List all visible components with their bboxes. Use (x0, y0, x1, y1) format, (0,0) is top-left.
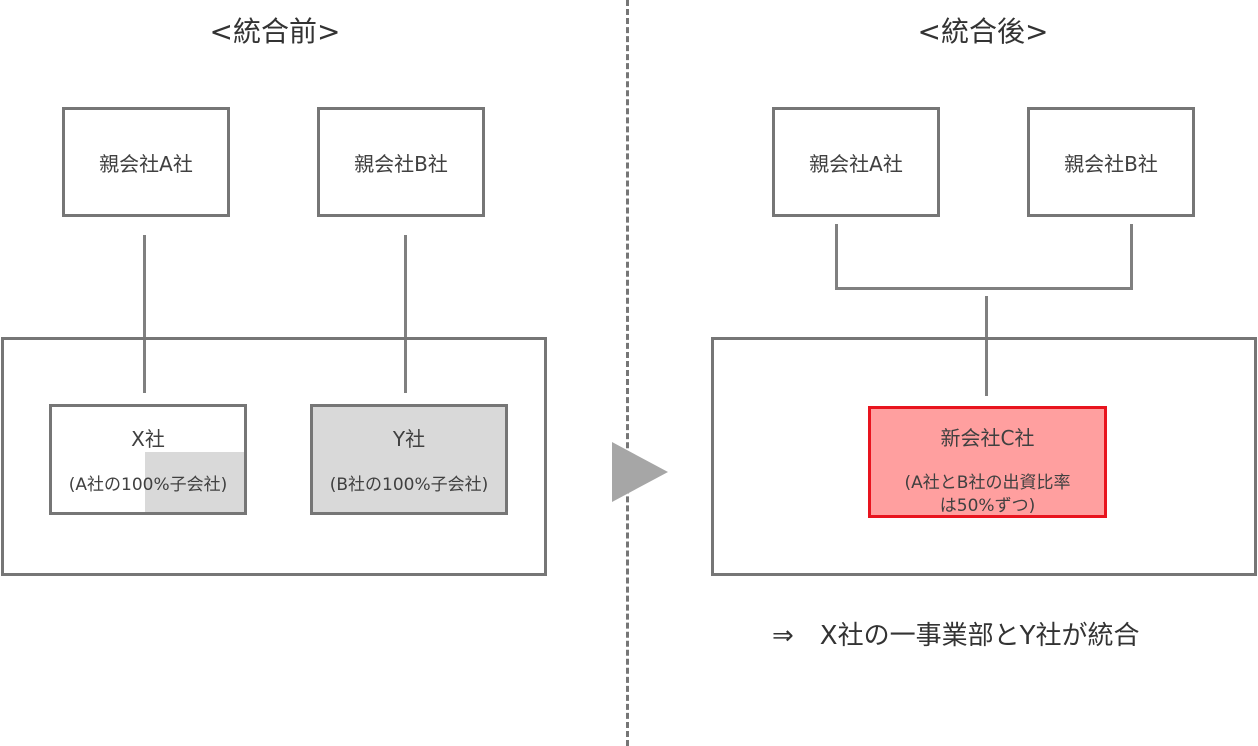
company-x-note: (A社の100%子会社) (68, 475, 228, 495)
dashed-divider (626, 0, 629, 746)
connector-b-to-y (404, 235, 407, 393)
company-c-note-line1: (A社とB社の出資比率 (904, 473, 1071, 493)
connector-horizontal (835, 287, 1133, 290)
company-c-name: 新会社C社 (940, 426, 1035, 450)
company-c-note-line2: は50%ずつ) (939, 496, 1036, 516)
connector-b-down (1130, 224, 1133, 290)
company-x-shaded-portion (145, 452, 244, 512)
company-y-name: Y社 (392, 427, 426, 451)
connector-a-to-x (143, 235, 146, 393)
company-y-box: Y社 (B社の100%子会社) (310, 404, 508, 515)
parent-company-b-label: 親会社B社 (354, 151, 448, 176)
parent-company-b-after: 親会社B社 (1027, 107, 1195, 217)
connector-to-c (985, 296, 988, 396)
parent-company-b-label: 親会社B社 (1064, 151, 1158, 176)
company-y-note: (B社の100%子会社) (329, 475, 489, 495)
parent-company-b-before: 親会社B社 (317, 107, 485, 217)
connector-a-down (835, 224, 838, 290)
group-container-after (711, 337, 1257, 576)
heading-after: <統合後> (917, 15, 1049, 48)
right-triangle-icon (612, 442, 668, 502)
group-container-before (1, 337, 547, 576)
parent-company-a-label: 親会社A社 (99, 151, 193, 176)
company-x-box: X社 (A社の100%子会社) (49, 404, 247, 515)
company-x-name: X社 (131, 427, 165, 451)
parent-company-a-after: 親会社A社 (772, 107, 940, 217)
integration-summary: ⇒ X社の一事業部とY社が統合 (772, 621, 1140, 651)
company-c-box: 新会社C社 (A社とB社の出資比率 は50%ずつ) (868, 406, 1107, 518)
heading-before: <統合前> (209, 15, 341, 48)
parent-company-a-before: 親会社A社 (62, 107, 230, 217)
parent-company-a-label: 親会社A社 (809, 151, 903, 176)
